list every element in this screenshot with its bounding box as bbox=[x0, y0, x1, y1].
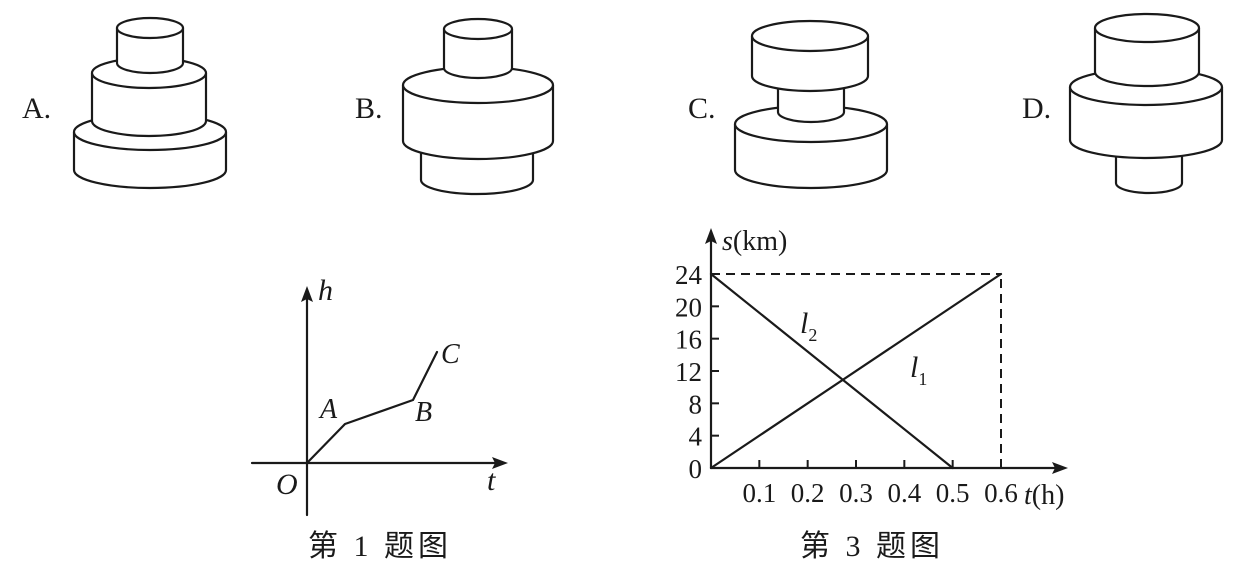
fig3-y-tick-label: 0 bbox=[689, 454, 703, 484]
fig3-series-l1 bbox=[709, 272, 1003, 470]
stack-shrinking-upward-icon bbox=[72, 16, 228, 190]
fig3-s-axis-arrow-icon bbox=[705, 228, 717, 244]
fig3-x-tick-label: 0.3 bbox=[839, 478, 873, 508]
fig3-s-label: s(km) bbox=[722, 226, 787, 257]
wide-narrow-wide-icon bbox=[733, 19, 889, 190]
option-d: D. bbox=[1022, 12, 1224, 195]
fig1-t-axis-arrow-icon bbox=[492, 457, 508, 469]
option-a: A. bbox=[22, 16, 228, 190]
fig3-x-tick-label: 0.6 bbox=[984, 478, 1018, 508]
fig3-y-tick-label: 12 bbox=[675, 357, 702, 387]
figure-1: h t O A B C 第 1 题图 bbox=[250, 274, 508, 563]
option-d-label: D. bbox=[1022, 92, 1051, 125]
fig3-line1-label: l1 bbox=[910, 351, 927, 389]
fig1-caption: 第 1 题图 bbox=[308, 530, 452, 563]
fig1-h-axis-arrow-icon bbox=[301, 286, 313, 302]
fig3-t-var: t bbox=[1024, 480, 1033, 511]
fig3-y-tick-label: 8 bbox=[689, 389, 703, 419]
fig3-series bbox=[709, 272, 1003, 470]
fig1-h-label: h bbox=[318, 274, 333, 307]
option-c-label: C. bbox=[688, 92, 716, 125]
fig3-y-tick-label: 4 bbox=[689, 422, 703, 452]
fig1-point-c-label: C bbox=[441, 339, 460, 370]
fig3-line2-label: l2 bbox=[800, 307, 817, 345]
option-b: B. bbox=[355, 17, 555, 196]
fig3-t-label: t(h) bbox=[1024, 480, 1064, 511]
fig3-x-ticks: 0.1 0.2 0.3 0.4 0.5 0.6 bbox=[742, 460, 1018, 508]
fig3-s-var: s bbox=[722, 226, 733, 257]
fig3-line1-subscript: 1 bbox=[918, 369, 927, 389]
narrow-wide-narrow-icon bbox=[401, 17, 555, 196]
fig3-y-tick-label: 20 bbox=[675, 292, 702, 322]
fig1-origin-label: O bbox=[276, 468, 298, 501]
fig1-point-a-label: A bbox=[318, 394, 338, 425]
fig3-series-l2 bbox=[709, 272, 954, 470]
fig3-t-unit: (h) bbox=[1032, 480, 1065, 511]
option-b-label: B. bbox=[355, 92, 383, 125]
wide-top-narrow-bottom-icon bbox=[1068, 12, 1224, 195]
fig3-y-tick-label: 16 bbox=[675, 325, 702, 355]
fig3-x-tick-label: 0.1 bbox=[742, 478, 776, 508]
option-c: C. bbox=[688, 19, 889, 190]
fig3-line2-subscript: 2 bbox=[808, 325, 817, 345]
fig1-curve-oabc bbox=[305, 350, 439, 465]
fig3-x-tick-label: 0.5 bbox=[936, 478, 970, 508]
fig1-point-b-label: B bbox=[415, 397, 432, 428]
fig3-t-axis-arrow-icon bbox=[1052, 462, 1068, 474]
option-a-label: A. bbox=[22, 92, 51, 125]
fig3-x-tick-label: 0.4 bbox=[887, 478, 921, 508]
fig1-t-label: t bbox=[487, 464, 496, 497]
fig3-s-unit: (km) bbox=[733, 226, 787, 257]
fig3-y-tick-label: 24 bbox=[675, 260, 703, 290]
fig3-caption: 第 3 题图 bbox=[800, 530, 944, 563]
fig3-x-tick-label: 0.2 bbox=[791, 478, 825, 508]
